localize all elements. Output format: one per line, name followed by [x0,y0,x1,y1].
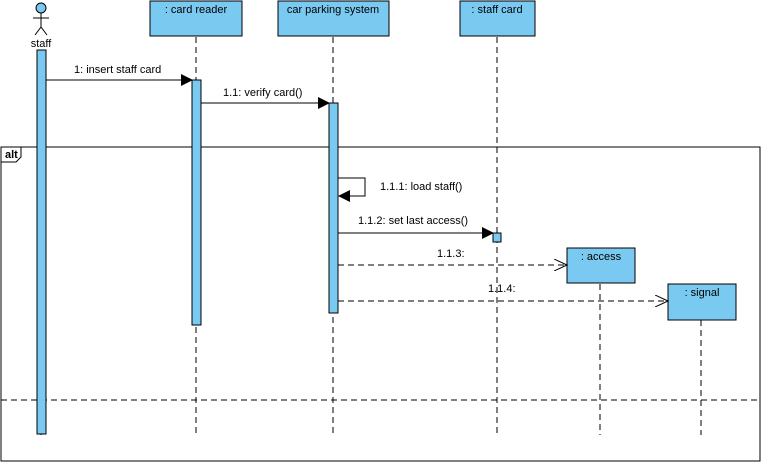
message-create-access[interactable]: 1.1.3: [338,248,567,265]
lifeline-card-reader[interactable]: : card reader [149,0,243,37]
lifeline-access-label: : access [581,251,622,263]
lifeline-staff-card[interactable]: : staff card [459,0,536,37]
stick-figure-icon [33,2,49,36]
message-create-signal[interactable]: 1.1.4: [338,283,668,301]
actor-staff[interactable]: staff [31,2,53,50]
message-verify-card[interactable]: 1.1: verify card() [201,87,330,109]
lifeline-card-reader-label: : card reader [165,4,228,16]
lifeline-signal[interactable]: : signal [667,283,737,321]
lifeline-signal-label: : signal [685,287,720,299]
activation-card-reader [191,79,202,326]
message-verify-card-label: 1.1: verify card() [223,87,302,99]
lifeline-car-parking-system[interactable]: car parking system [277,0,390,37]
message-insert-staff-card-label: 1: insert staff card [74,64,161,76]
actor-label: staff [31,38,53,50]
alt-fragment[interactable]: alt [0,146,761,462]
message-load-staff-label: 1.1.1: load staff() [380,181,462,193]
lifeline-staff-card-label: : staff card [471,4,522,16]
message-set-last-access[interactable]: 1.1.2: set last access() [338,215,494,239]
activation-car-parking-system [328,102,339,314]
message-insert-staff-card[interactable]: 1: insert staff card [46,64,193,86]
alt-fragment-operator: alt [5,149,18,161]
message-create-access-label: 1.1.3: [437,248,465,260]
alt-fragment-tab [0,146,22,163]
message-create-signal-label: 1.1.4: [488,283,516,295]
activation-staff [36,49,47,435]
message-load-staff[interactable]: 1.1.1: load staff() [338,177,462,202]
lifeline-car-parking-system-label: car parking system [287,4,379,16]
activation-staff-card [492,232,502,243]
lifeline-access[interactable]: : access [566,247,636,284]
message-set-last-access-label: 1.1.2: set last access() [358,215,468,227]
